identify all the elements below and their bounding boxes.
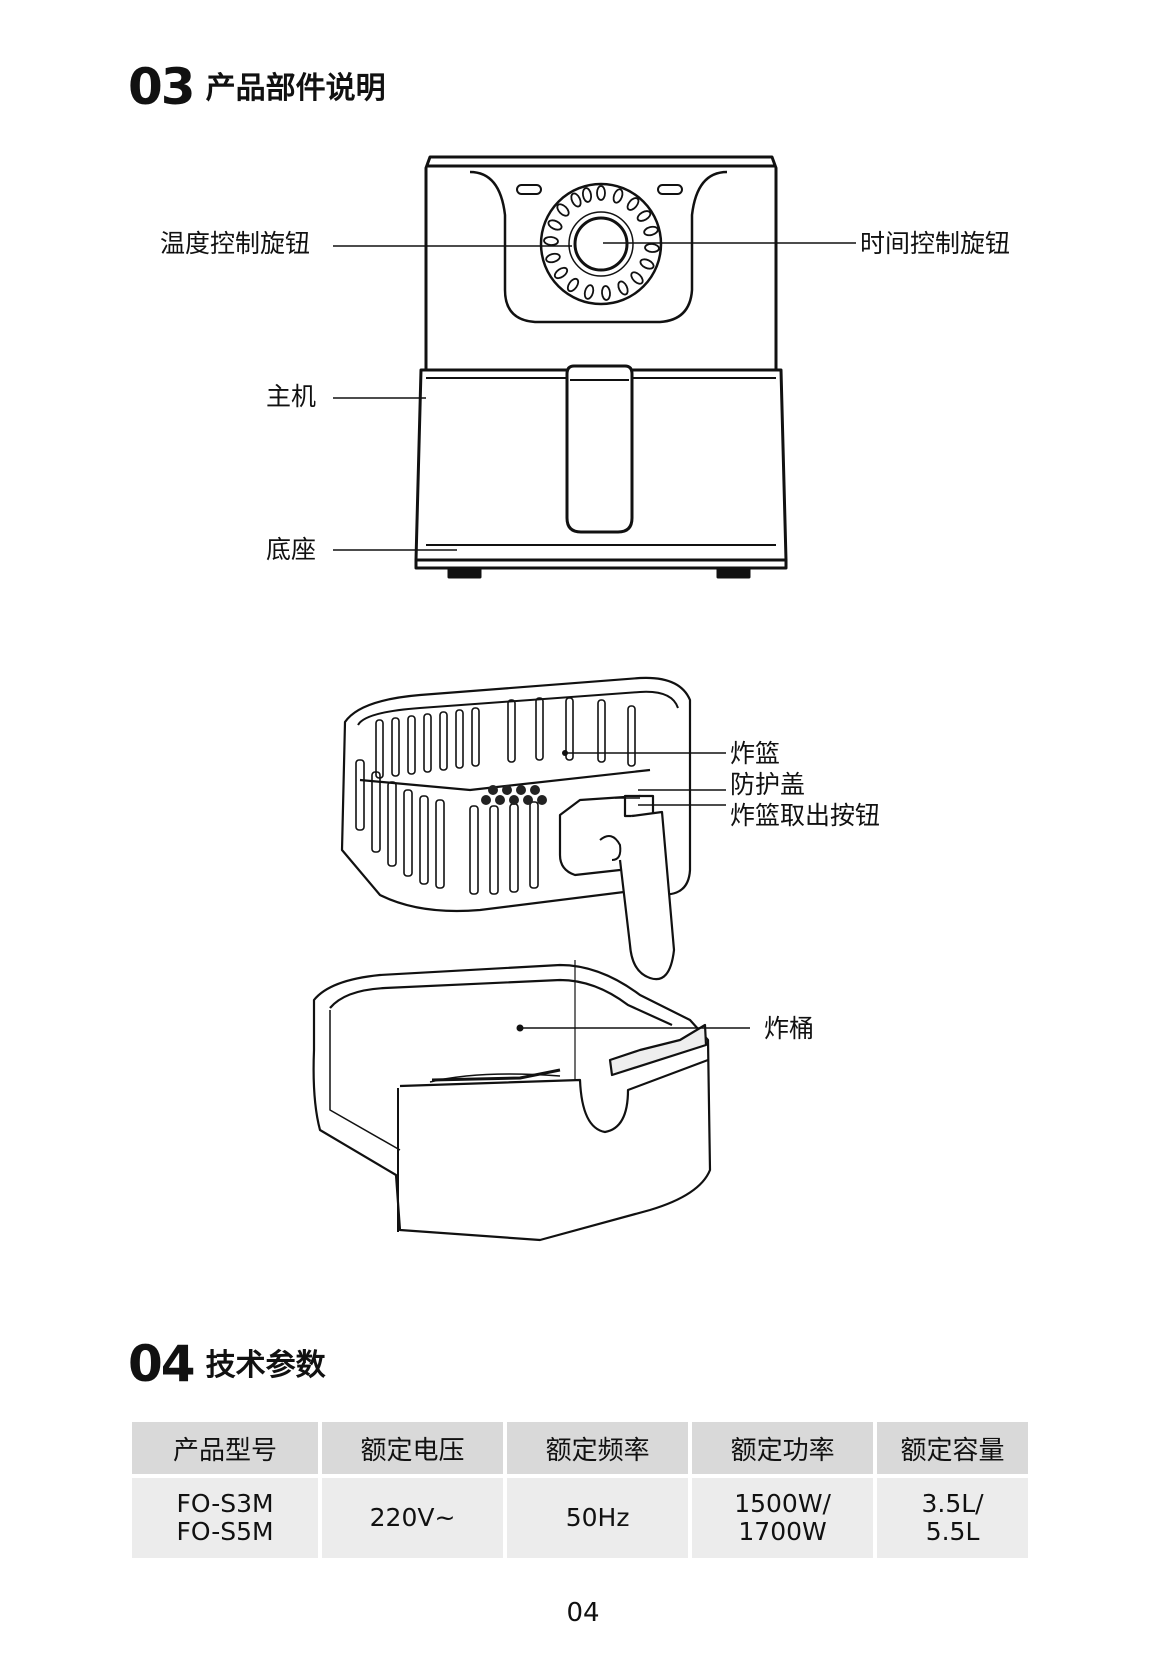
table-header-row: 产品型号 额定电压 额定频率 额定功率 额定容量 <box>132 1422 1028 1474</box>
callout-temperature-knob: 温度控制旋钮 <box>160 229 311 258</box>
page-number: 04 <box>566 1598 600 1628</box>
cell-voltage: 220V~ <box>322 1478 504 1558</box>
header-rated-power: 额定功率 <box>692 1422 874 1474</box>
callout-pot: 炸桶 <box>764 1014 815 1043</box>
header-rated-capacity: 额定容量 <box>877 1422 1028 1474</box>
section-number: 04 <box>128 1335 196 1393</box>
section-heading-03: 03 产品部件说明 <box>128 58 386 116</box>
header-rated-frequency: 额定频率 <box>507 1422 689 1474</box>
callout-basket: 炸篮 <box>730 739 781 768</box>
cell-frequency: 50Hz <box>507 1478 689 1558</box>
basket-illustration <box>340 676 692 981</box>
header-rated-voltage: 额定电压 <box>322 1422 504 1474</box>
technical-specs-table: 产品型号 额定电压 额定频率 额定功率 额定容量 FO-S3M FO-S5M 2… <box>128 1418 1032 1562</box>
section-heading-04: 04 技术参数 <box>128 1335 326 1393</box>
table-row: FO-S3M FO-S5M 220V~ 50Hz 1500W/ 1700W 3.… <box>132 1478 1028 1558</box>
callout-guard-cover: 防护盖 <box>730 770 806 799</box>
cell-model: FO-S3M FO-S5M <box>132 1478 319 1558</box>
section-title: 技术参数 <box>205 1348 326 1383</box>
callout-basket-release-button: 炸篮取出按钮 <box>730 801 881 830</box>
section-number: 03 <box>128 58 196 116</box>
section-title: 产品部件说明 <box>205 71 386 106</box>
cell-power: 1500W/ 1700W <box>692 1478 874 1558</box>
callout-main-unit: 主机 <box>266 382 317 411</box>
air-fryer-illustration <box>414 155 788 579</box>
callout-base: 底座 <box>266 535 317 564</box>
callout-time-knob: 时间控制旋钮 <box>860 229 1011 258</box>
pot-illustration <box>312 960 712 1242</box>
header-model: 产品型号 <box>132 1422 319 1474</box>
cell-capacity: 3.5L/ 5.5L <box>877 1478 1028 1558</box>
callout-leader-lines <box>333 242 856 1029</box>
